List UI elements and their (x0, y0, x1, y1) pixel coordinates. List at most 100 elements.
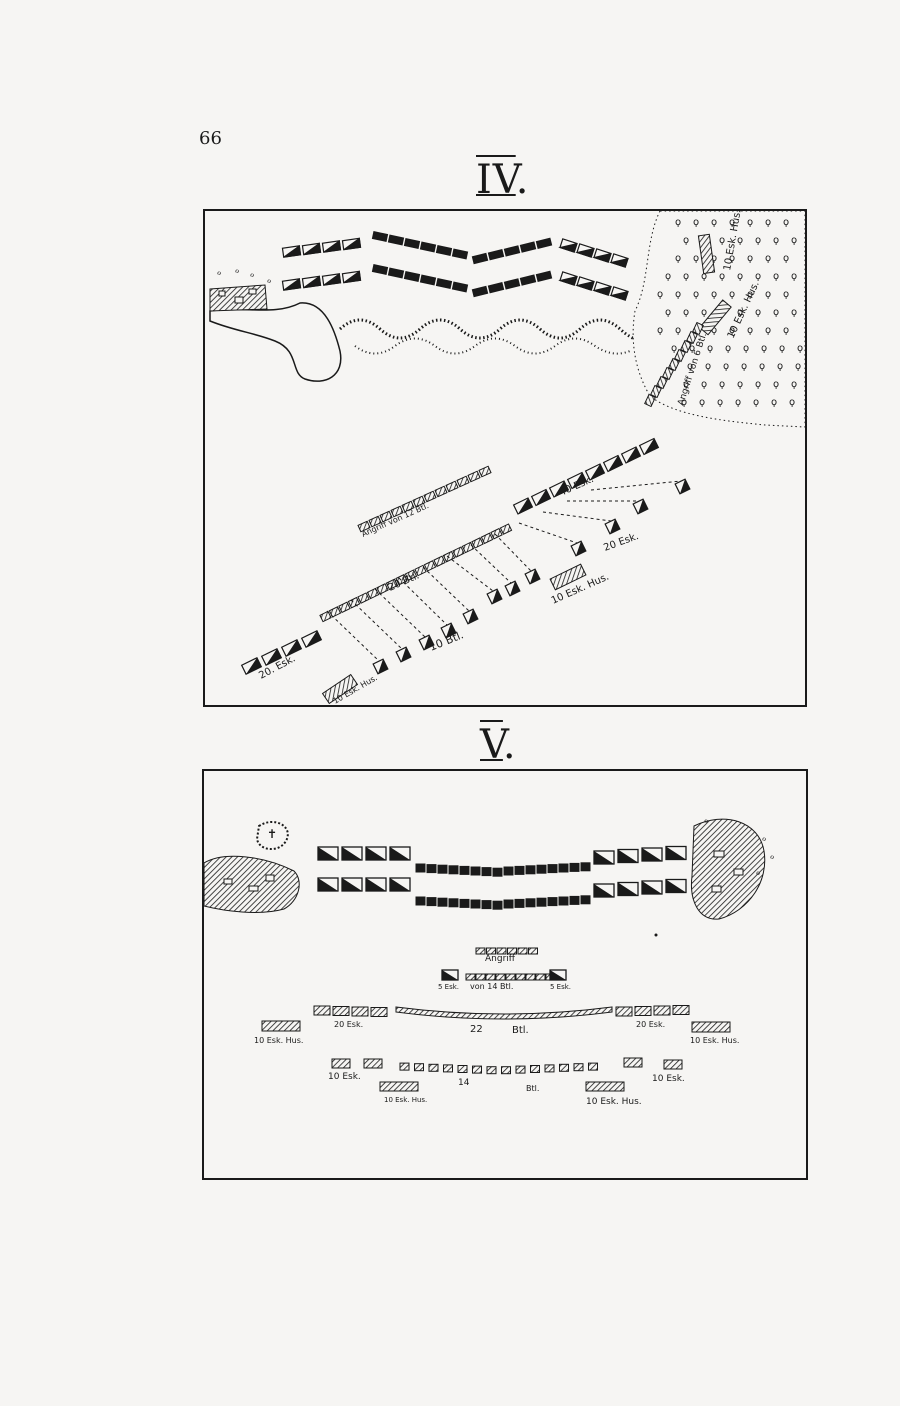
cavalry-block (672, 1005, 690, 1015)
enemy-infantry-block (569, 862, 580, 872)
dashed-line (326, 610, 380, 662)
cavalry-block (331, 1058, 351, 1069)
cavalry-block (313, 1005, 331, 1016)
forest-tree: ϙ (693, 253, 699, 264)
forest-tree: ϙ (657, 325, 663, 336)
attack-block (478, 465, 492, 478)
enemy-infantry-block (470, 866, 481, 876)
svg-text:ℴ: ℴ (704, 816, 708, 826)
support-unit (570, 540, 587, 557)
enemy-infantry-block (580, 862, 591, 872)
enemy-infantry-block (426, 864, 437, 874)
enemy-infantry-block (403, 238, 421, 249)
forest-tree: ϙ (777, 361, 783, 372)
cavalry-block-right-wing (548, 480, 570, 498)
dashed-line (590, 480, 682, 491)
enemy-infantry-block (569, 895, 580, 905)
forest-tree: ϙ (725, 343, 731, 354)
forest-tree: ϙ (719, 379, 725, 390)
enemy-cavalry-block (641, 880, 663, 895)
cavalry-block-right-wing (620, 446, 642, 464)
enemy-cavalry-block (575, 243, 595, 258)
hus-box-left-v (261, 1020, 301, 1032)
third-line-v (313, 1005, 690, 1020)
enemy-cavalry-block (389, 846, 411, 861)
forest-tree: ϙ (683, 379, 689, 390)
attack-block (434, 485, 448, 498)
support-unit (372, 658, 389, 675)
enemy-infantry-block (487, 249, 505, 261)
oblique-front-line (240, 437, 660, 676)
dashed-line (398, 577, 448, 626)
forest-tree: ϙ (689, 343, 695, 354)
forest-tree: ϙ (771, 397, 777, 408)
enemy-cavalry-block (321, 239, 342, 253)
enemy-infantry-block (503, 278, 521, 290)
enemy-cavalry-block (389, 877, 411, 892)
enemy-cavalry-block (281, 277, 302, 291)
hussar-box-lower (549, 563, 587, 591)
dashed-line (518, 522, 578, 544)
enemy-infantry-block (535, 270, 553, 282)
village-left (209, 284, 268, 312)
hus-box-bottom-right-v (585, 1081, 625, 1092)
forest-tree: ϙ (723, 361, 729, 372)
infantry-block (544, 1064, 555, 1073)
forest-tree: ϙ (765, 217, 771, 228)
attack-block (423, 490, 437, 503)
attack-column-right (644, 321, 704, 408)
enemy-infantry-block (459, 865, 470, 875)
infantry-block-oblique (423, 560, 437, 572)
forest-tree: ϙ (729, 217, 735, 228)
cavalry-block (663, 1059, 683, 1070)
forest-tree: ϙ (717, 397, 723, 408)
enemy-cavalry-block (609, 253, 629, 268)
attack-block (528, 947, 538, 955)
infantry-block-oblique (357, 592, 370, 604)
forest-tree: ϙ (743, 343, 749, 354)
label-20-esk-right-v: 20 Esk. (636, 1020, 665, 1029)
svg-text:✝: ✝ (267, 827, 277, 841)
forest-tree: ϙ (789, 397, 795, 408)
cavalry-block-left-wing (280, 638, 303, 658)
figure-v-numeral: V (480, 722, 503, 768)
enemy-infantry-block (547, 897, 558, 907)
forest-tree: ϙ (711, 289, 717, 300)
infantry-block-oblique (452, 546, 465, 558)
forest-tree: ϙ (737, 307, 743, 318)
infantry-block (573, 1063, 584, 1072)
forest-tree: ϙ (755, 271, 761, 282)
cavalry-block (441, 969, 459, 981)
enemy-front-lines (281, 231, 629, 301)
attack-block (517, 947, 528, 955)
attack-block (412, 495, 426, 508)
attack-block (401, 500, 415, 513)
infantry-block (525, 973, 536, 981)
svg-text:ℴ: ℴ (756, 868, 760, 878)
cavalry-block-right-wing (566, 471, 588, 490)
enemy-infantry-block (481, 900, 492, 910)
enemy-infantry-block (448, 865, 459, 875)
forest-tree: ϙ (693, 217, 699, 228)
infantry-block (399, 1062, 410, 1071)
hussar-box-bottom (321, 673, 359, 705)
forest-tree: ϙ (729, 325, 735, 336)
forest-tree: ϙ (755, 235, 761, 246)
forest-tree: ϙ (761, 343, 767, 354)
forest-tree: ϙ (779, 343, 785, 354)
enemy-cavalry-block (281, 244, 302, 258)
forest-tree: ϙ (737, 271, 743, 282)
attack-block (486, 947, 496, 955)
oblique-support-units (372, 478, 691, 675)
forest-tree: ϙ (711, 325, 717, 336)
enemy-lines-v (317, 845, 687, 910)
enemy-infantry-block (503, 899, 514, 909)
forest-tree: ϙ (719, 271, 725, 282)
figure-iv-title: IV. (476, 157, 530, 203)
infantry-block-oblique (385, 578, 399, 591)
cavalry-hus-right-box (698, 299, 732, 336)
infantry-block-oblique (366, 587, 380, 600)
infantry-block-oblique (328, 606, 342, 618)
enemy-cavalry-block (341, 877, 363, 892)
